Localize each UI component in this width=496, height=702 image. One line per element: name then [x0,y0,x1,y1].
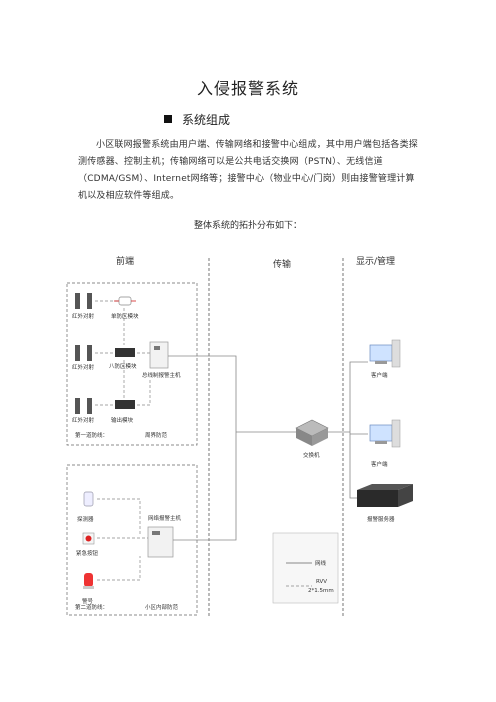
diagram-caption: 整体系统的拓扑分布如下： [193,221,302,231]
group-perimeter [66,282,198,446]
ir-beam-device-3 [75,398,92,414]
col-transport-label: 传输 [273,258,291,270]
server-label: 报警服务器 [367,515,395,523]
alarm-label: 警号 [82,597,94,605]
siren-icon [83,573,94,589]
page-title: 入侵报警系统 [196,79,299,98]
line2-label: 第二道防线： [75,603,108,611]
net-host-label: 网络报警主机 [148,514,182,522]
ir-label-1: 红外对射 [72,312,95,320]
client-pc-icon-1 [369,339,401,368]
alarm-server-icon [357,484,413,507]
legend-rvv2-label: 2*1.5mm [308,588,334,594]
single-zone-label: 单防区模块 [111,312,139,320]
ir-label-3: 红外对射 [72,416,95,424]
eight-zone-label: 八防区模块 [109,362,137,370]
rvv-wiring-1 [95,300,151,406]
emergency-label: 紧急按钮 [76,549,99,557]
detector-label: 探测器 [77,515,94,523]
network-alarm-host-icon [147,526,174,558]
output-module-label: 输出模块 [111,416,134,424]
body-paragraph: 小区联网报警系统由用户端、传输网络和接警中心组成，其中用户端包括各类探测传感器、… [78,140,419,201]
rvv-wiring-2 [97,498,150,581]
col-front-label: 前端 [116,255,134,267]
section-heading: 系统组成 [164,111,230,128]
switch-label: 交换机 [303,451,320,459]
output-module-icon [115,400,135,409]
bullet-square-icon [164,115,172,123]
ir-beam-device-2 [75,345,92,361]
legend-box [272,532,339,604]
emergency-button-icon [82,532,95,545]
ir-label-2: 红外对射 [72,363,95,371]
section-heading-text: 系统组成 [182,113,231,127]
bus-host-label: 总线制报警主机 [142,371,181,379]
legend-rvv-label: RVV [316,579,327,585]
line1b-label: 周界防范 [145,431,168,439]
switch-icon [295,419,329,446]
single-zone-module-icon [114,296,136,306]
network-cables [168,355,368,541]
legend-net-label: 网线 [315,559,327,567]
col-display-label: 显示/管理 [356,255,395,267]
detector-icon [83,491,94,507]
client1-label: 客户端 [371,371,388,379]
client-pc-icon-2 [369,419,401,448]
line2b-label: 小区内部防范 [145,603,179,611]
ir-beam-device-1 [75,293,92,309]
line1-label: 第一道防线： [75,431,108,439]
eight-zone-module-icon [115,348,135,357]
client2-label: 客户端 [371,460,388,468]
bus-alarm-host-icon [149,341,169,369]
